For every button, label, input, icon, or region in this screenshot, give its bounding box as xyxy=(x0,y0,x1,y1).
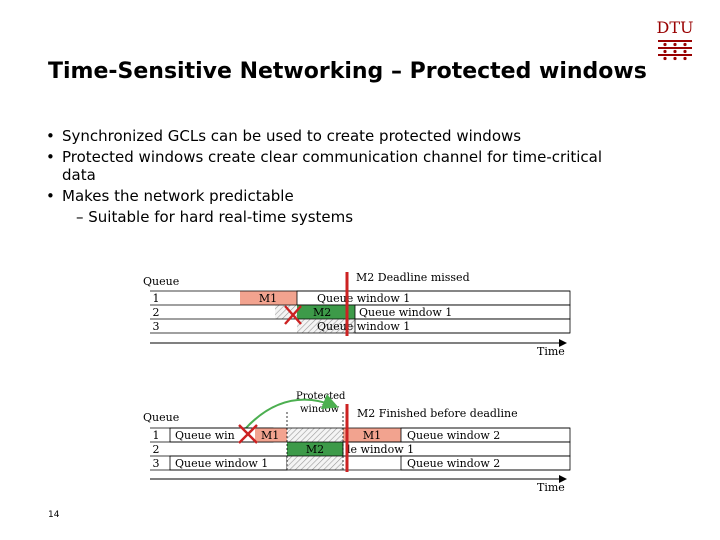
protected-label: window xyxy=(300,404,340,415)
queue-label: Queue xyxy=(143,275,179,288)
hatched-block xyxy=(301,428,343,442)
page-number: 14 xyxy=(48,510,60,520)
window-label: Queue window 1 xyxy=(317,292,410,305)
bullet-item: • Protected windows create clear communi… xyxy=(46,147,666,183)
window-label: Queue window 1 xyxy=(317,320,410,333)
m2-block xyxy=(287,442,343,456)
time-label: Time xyxy=(537,345,565,358)
m2-block xyxy=(297,305,355,319)
window-label: Queue window 1 xyxy=(175,457,268,470)
bullet-icon: • xyxy=(46,127,55,145)
bullet-item: • Makes the network predictable xyxy=(46,186,666,207)
shift-arrow xyxy=(244,394,339,430)
dtu-logo: DTU xyxy=(657,18,694,61)
queue-label: Queue xyxy=(143,411,179,424)
logo-text: DTU xyxy=(657,18,694,37)
row-number: 3 xyxy=(153,320,160,333)
row-number: 2 xyxy=(153,443,160,456)
m1-label: M1 xyxy=(259,292,277,305)
m1-block-small xyxy=(255,428,287,442)
bullet-continuation: data xyxy=(62,166,96,184)
deadline-label: M2 Deadline missed xyxy=(356,271,470,284)
bullet-text: Protected windows create clear communica… xyxy=(62,148,603,166)
miss-cross-icon xyxy=(284,305,302,325)
window-label: Queue window 1 xyxy=(359,306,452,319)
row-number: 2 xyxy=(153,306,160,319)
m2-label: M2 xyxy=(313,306,331,319)
m1-block xyxy=(240,291,297,305)
blocked-cross-icon xyxy=(238,424,258,444)
time-label: Time xyxy=(537,481,565,494)
bottom-diagram: Queue Protected window M2 Finished befor… xyxy=(143,391,571,494)
hatched-block xyxy=(287,456,343,470)
hatched-block xyxy=(297,319,355,333)
bullet-icon: • xyxy=(46,187,55,205)
m2-label: M2 xyxy=(306,443,324,456)
window-label: le window 1 xyxy=(347,443,414,456)
finished-label: M2 Finished before deadline xyxy=(357,407,518,420)
bullet-icon: • xyxy=(46,148,55,166)
row-number: 1 xyxy=(153,292,160,305)
window-label: Queue win xyxy=(175,429,235,442)
row-number: 3 xyxy=(153,457,160,470)
window-label: Queue window 2 xyxy=(407,457,500,470)
window-label: Queue window 2 xyxy=(407,429,500,442)
hatched-block xyxy=(287,428,301,442)
bullet-item: • Synchronized GCLs can be used to creat… xyxy=(46,126,666,147)
m1-label: M1 xyxy=(261,429,279,442)
sub-bullet: – Suitable for hard real-time systems xyxy=(76,208,354,226)
bullet-text: Makes the network predictable xyxy=(62,187,294,205)
schedule-diagram: Queue M2 Deadline missed 1 2 3 M1 Queue … xyxy=(143,271,571,494)
m1-block xyxy=(343,428,401,442)
bullet-list: • Synchronized GCLs can be used to creat… xyxy=(46,126,666,228)
top-diagram: Queue M2 Deadline missed 1 2 3 M1 Queue … xyxy=(143,271,571,358)
bullet-text: Synchronized GCLs can be used to create … xyxy=(62,127,522,145)
m1-label: M1 xyxy=(363,429,381,442)
slide-title: Time-Sensitive Networking – Protected wi… xyxy=(48,59,647,84)
row-number: 1 xyxy=(153,429,160,442)
